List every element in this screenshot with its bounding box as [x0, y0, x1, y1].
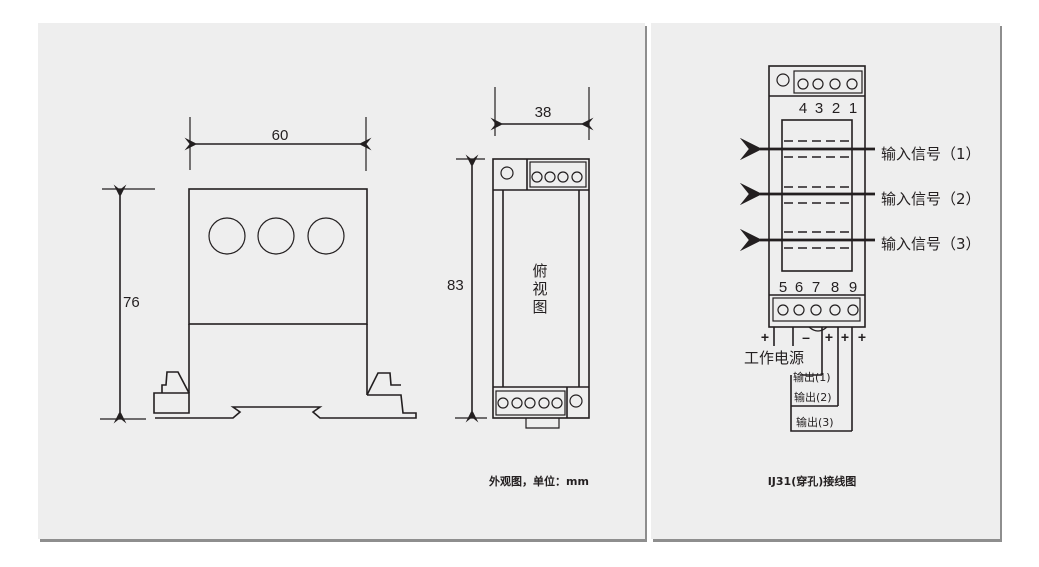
wiring-panel	[651, 23, 1002, 542]
output-2-label: 输出(2)	[794, 390, 832, 404]
left-din-clip	[153, 371, 190, 414]
through-hole-3	[307, 217, 345, 255]
output-1-label: 输出(1)	[793, 370, 831, 384]
side-view: 38 83 俯 视 图	[447, 87, 594, 429]
terminal-7-label: 7	[812, 279, 820, 296]
top-view-label-char-1: 俯	[532, 262, 547, 280]
output-1-plus-sign: +	[825, 329, 833, 345]
module-body	[492, 158, 590, 419]
dimensions-panel	[38, 23, 647, 542]
output-3-label: 输出(3)	[796, 415, 834, 429]
front-height-label: 76	[123, 294, 140, 311]
wiring-module: 4 3 2 1 输入信号（1） 输入信号（2） 输入信号（3） 5 6 7 8 …	[739, 65, 981, 432]
terminal-9-label: 9	[849, 279, 857, 296]
sensor-window	[781, 119, 853, 272]
output-2-plus-sign: +	[841, 329, 849, 345]
bottom-clip	[525, 418, 560, 429]
front-view: 60 76	[100, 117, 417, 424]
terminal-1-label: 1	[849, 100, 857, 117]
side-height-label: 83	[447, 277, 464, 294]
terminal-3-label: 3	[815, 100, 823, 117]
din-rail-base	[155, 406, 403, 419]
bottom-screws	[497, 397, 563, 409]
input-signal-2-label: 输入信号（2）	[881, 190, 981, 208]
wiring-caption: IJ31(穿孔)接线图	[768, 474, 857, 488]
power-supply-label: 工作电源	[744, 349, 804, 367]
through-hole-1	[208, 217, 246, 255]
terminal-2-label: 2	[832, 100, 840, 117]
power-minus-sign: –	[802, 329, 810, 345]
top-view-label-char-2: 视	[532, 280, 547, 298]
top-terminal-block	[529, 161, 587, 188]
through-hole-2	[257, 217, 295, 255]
terminal-8-label: 8	[831, 279, 839, 296]
bottom-terminal-block	[495, 390, 566, 416]
power-plus-sign: +	[761, 329, 769, 345]
front-width-label: 60	[272, 127, 289, 144]
side-width-label: 38	[535, 104, 552, 121]
input-signal-1-label: 输入信号（1）	[881, 145, 981, 163]
right-din-clip	[366, 372, 417, 419]
top-view-label-char-3: 图	[532, 298, 547, 316]
terminal-5-label: 5	[779, 279, 787, 296]
terminal-4-label: 4	[799, 100, 807, 117]
input-signal-3-label: 输入信号（3）	[881, 235, 981, 253]
housing-top	[188, 188, 368, 325]
output-3-plus-sign: +	[858, 329, 866, 345]
top-screws	[531, 171, 583, 183]
terminal-6-label: 6	[795, 279, 803, 296]
dimensions-caption: 外观图，单位：mm	[488, 474, 589, 488]
